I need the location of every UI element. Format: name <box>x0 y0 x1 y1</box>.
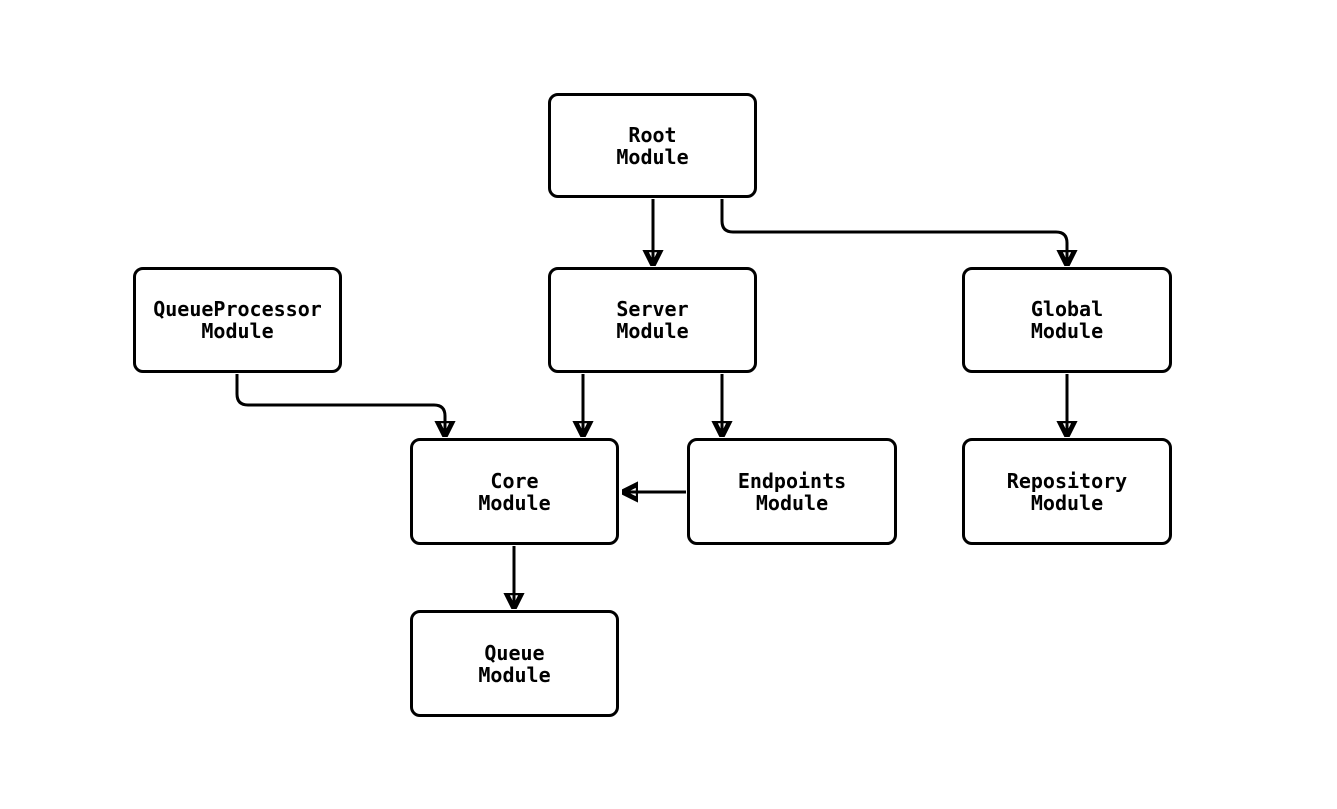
node-global-module: Global Module <box>962 267 1172 373</box>
node-queue-module: Queue Module <box>410 610 619 717</box>
node-queueprocessor-module-label: QueueProcessor Module <box>153 297 322 343</box>
node-repository-module-label: Repository Module <box>1006 468 1128 515</box>
node-repository-module: Repository Module <box>962 438 1172 545</box>
node-server-module-label: Server Module <box>616 297 689 343</box>
node-queue-module-label: Queue Module <box>478 640 551 687</box>
node-server-module: Server Module <box>548 267 757 373</box>
node-core-module: Core Module <box>410 438 619 545</box>
node-root-module-label: Root Module <box>616 122 689 169</box>
edge-root-to-global <box>720 199 1067 265</box>
edge-queueprocessor-to-core <box>235 374 445 436</box>
node-endpoints-module: Endpoints Module <box>687 438 897 545</box>
node-root-module: Root Module <box>548 93 757 198</box>
node-global-module-label: Global Module <box>1030 297 1104 343</box>
node-endpoints-module-label: Endpoints Module <box>737 468 847 515</box>
node-queueprocessor-module: QueueProcessor Module <box>133 267 342 373</box>
node-core-module-label: Core Module <box>478 468 551 515</box>
